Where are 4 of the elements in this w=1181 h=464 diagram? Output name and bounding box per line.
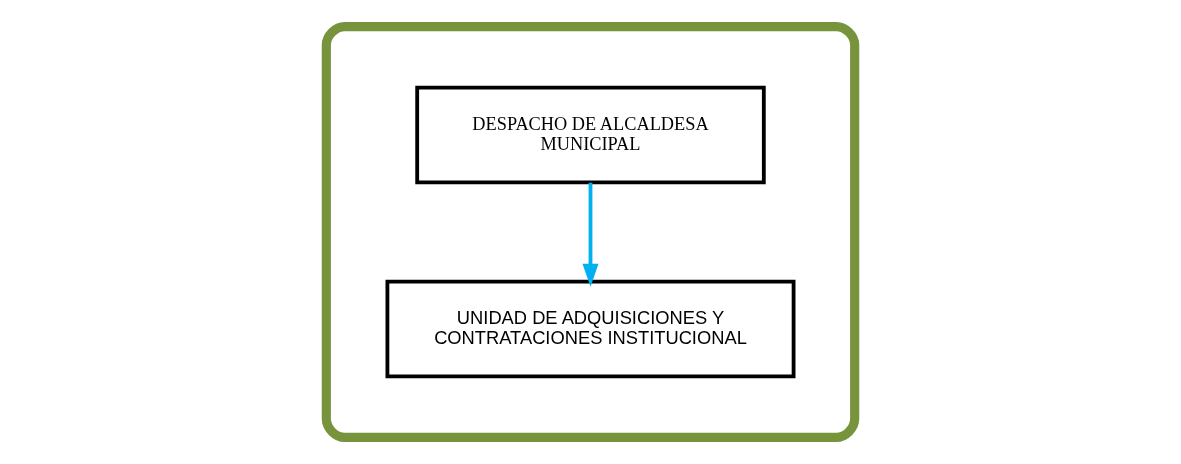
node-box: UNIDAD DE ADQUISICIONES Y CONTRATACIONES INSTITUCIONAL: [385, 279, 796, 379]
cluster: [321, 22, 860, 442]
node-box: DESPACHO DE ALCALDESA MUNICIPAL: [415, 85, 766, 185]
arrow: [582, 182, 599, 287]
